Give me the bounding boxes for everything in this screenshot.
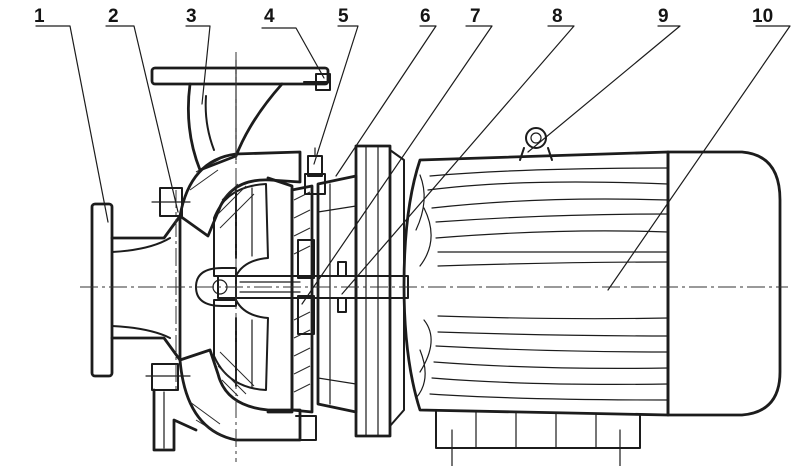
leader-6 bbox=[335, 25, 437, 177]
callout-7: 7 bbox=[470, 6, 481, 27]
leader-3 bbox=[185, 25, 211, 105]
callout-10: 10 bbox=[752, 6, 773, 27]
callout-1: 1 bbox=[34, 6, 45, 27]
callout-5: 5 bbox=[338, 6, 349, 27]
center-lines bbox=[80, 52, 788, 462]
callout-2: 2 bbox=[108, 6, 119, 27]
callout-6: 6 bbox=[420, 6, 431, 27]
leader-1 bbox=[35, 25, 109, 223]
leader-8 bbox=[341, 25, 575, 295]
leader-5 bbox=[313, 25, 359, 165]
leader-7 bbox=[301, 25, 493, 305]
callout-labels: 1 2 3 4 5 6 7 8 9 10 bbox=[34, 6, 773, 27]
callout-8: 8 bbox=[552, 6, 563, 27]
leader-2 bbox=[105, 25, 179, 213]
leader-4 bbox=[261, 27, 325, 79]
callout-4: 4 bbox=[264, 6, 275, 27]
callout-3: 3 bbox=[186, 6, 197, 27]
suction-nozzle bbox=[90, 147, 326, 452]
callout-9: 9 bbox=[658, 6, 669, 27]
motor-flange bbox=[316, 144, 405, 438]
leader-lines bbox=[35, 25, 791, 305]
leader-9 bbox=[527, 25, 681, 153]
motor-body bbox=[402, 127, 782, 466]
leader-10 bbox=[607, 25, 791, 291]
pump-casing bbox=[178, 150, 317, 442]
